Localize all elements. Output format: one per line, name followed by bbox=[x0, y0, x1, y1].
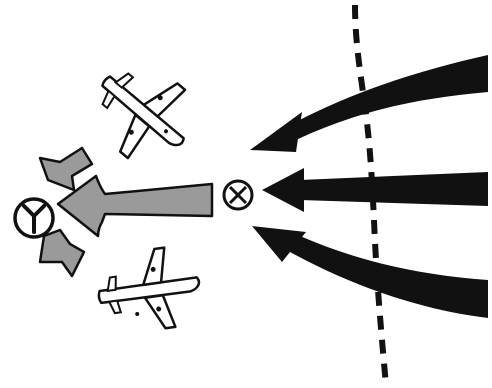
airport-symbol-icon bbox=[15, 199, 53, 237]
outgoing-gray-arrow-main bbox=[58, 176, 212, 236]
outgoing-gray-arrow-lower bbox=[40, 230, 84, 276]
merge-point-x-circle-icon bbox=[224, 181, 252, 209]
incoming-black-arrow-bottom bbox=[252, 226, 488, 318]
airplane-icon-lower bbox=[93, 243, 204, 336]
airplane-icon-upper bbox=[76, 46, 209, 178]
